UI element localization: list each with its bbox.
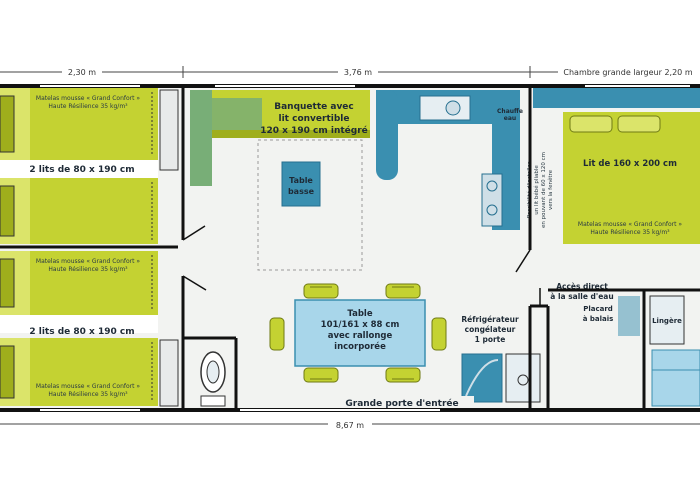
bunk-room: Matelas mousse « Grand Confort » Haute R…	[0, 88, 179, 407]
mattress-note: Haute Résilience 35 kg/m³	[48, 391, 128, 398]
banquette-label: Banquette avec	[274, 102, 354, 112]
linen-cupboard-label: Lingère	[652, 317, 682, 325]
mattress-note: Haute Résilience 35 kg/m³	[590, 229, 670, 236]
left-width-label: 2,30 m	[68, 68, 96, 77]
chair-slats	[310, 286, 414, 380]
broom-closet-label: à balais	[583, 315, 614, 323]
doors	[182, 225, 541, 306]
pillow	[0, 95, 15, 153]
mattress-note: Matelas mousse « Grand Confort »	[36, 95, 141, 102]
kitchen-end-unit	[376, 90, 398, 180]
sink	[419, 95, 471, 121]
dining-table	[294, 299, 426, 367]
fridge	[461, 353, 503, 403]
water-heater-label: Chauffe	[497, 108, 523, 115]
wardrobe	[533, 88, 700, 108]
mattress-note: Matelas mousse « Grand Confort »	[578, 221, 683, 228]
bunk-bottom-label: 2 lits de 80 x 190 cm	[29, 327, 134, 337]
shower	[651, 349, 700, 407]
mattress-note: Haute Résilience 35 kg/m³	[48, 266, 128, 273]
closet	[159, 89, 179, 171]
middle-width-label: 3,76 m	[344, 68, 372, 77]
coffee-table-label: Table	[289, 176, 313, 185]
pillow	[0, 345, 15, 399]
kitchen: Chauffe eau	[376, 90, 523, 230]
banquette-label: 120 x 190 cm intégré	[260, 125, 368, 136]
windows	[40, 85, 690, 411]
svg-text:un lit bébé pliable: un lit bébé pliable	[533, 165, 540, 215]
top-dimension-line: 2,30 m 3,76 m Chambre grande largeur 2,2…	[0, 64, 700, 78]
svg-text:vers la fenêtre: vers la fenêtre	[547, 169, 554, 210]
washbasin	[505, 353, 541, 403]
closet	[159, 339, 179, 407]
broom-closet	[618, 296, 640, 336]
entrance-label: Grande porte d'entrée	[345, 398, 458, 409]
banquette	[190, 90, 370, 130]
bathroom-access-label: Accès direct	[556, 282, 608, 291]
coffee-table	[281, 161, 321, 207]
fridge-label: congélateur	[465, 325, 516, 334]
fridge-label: Réfrigérateur	[461, 315, 519, 324]
master-bed-label: Lit de 160 x 200 cm	[583, 159, 677, 169]
dining-table-label: incorporée	[334, 341, 386, 352]
cooktop	[481, 173, 503, 227]
mattress-note: Haute Résilience 35 kg/m³	[48, 103, 128, 110]
utility-area: Accès direct à la salle d'eau Réfrigérat…	[461, 282, 700, 407]
toilet	[200, 351, 226, 407]
bunk-top-label: 2 lits de 80 x 190 cm	[29, 165, 134, 175]
water-heater-label: eau	[504, 115, 516, 122]
mattress-note: Matelas mousse « Grand Confort »	[36, 258, 141, 265]
pillow	[0, 258, 15, 308]
interior-walls	[181, 86, 700, 410]
svg-text:en pouvant de 60 x 120 cm: en pouvant de 60 x 120 cm	[541, 152, 547, 228]
total-length-label: 8,67 m	[336, 421, 364, 430]
banquette-label: lit convertible	[279, 114, 350, 124]
coffee-table-label: basse	[288, 187, 315, 196]
master-bedroom: Lit de 160 x 200 cm Matelas mousse « Gra…	[526, 88, 700, 244]
broom-closet-label: Placard	[583, 305, 613, 313]
right-width-label: Chambre grande largeur 2,20 m	[563, 68, 692, 77]
convertible-bed-outline	[257, 139, 363, 271]
master-bed	[563, 112, 700, 244]
linen-cupboard	[649, 295, 685, 345]
living-area: Banquette avec lit convertible 120 x 190…	[190, 90, 447, 383]
bathroom-access-label: à la salle d'eau	[550, 292, 613, 301]
dining-table-label: Table	[347, 309, 372, 319]
fridge-label: 1 porte	[475, 335, 506, 344]
pillow	[0, 185, 15, 237]
dining-table-label: 101/161 x 88 cm	[321, 320, 400, 330]
dining-table-label: avec rallonge	[328, 331, 393, 341]
bottom-dimension-line: 8,67 m	[0, 417, 700, 431]
mattress-note: Matelas mousse « Grand Confort »	[36, 383, 141, 390]
